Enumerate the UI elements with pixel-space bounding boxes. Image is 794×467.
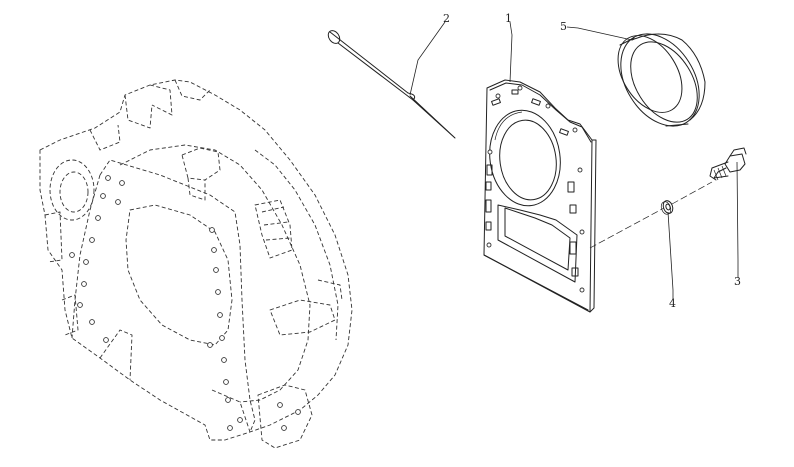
flywheel-housing-phantom [39,79,353,449]
callout-1: 1 [505,12,512,25]
housing-bolt-holes [69,175,301,431]
bolt [709,147,747,181]
callout-3: 3 [734,275,741,288]
sealant-tube [327,30,456,139]
gasket [483,79,597,313]
oil-seal [617,33,706,127]
washer [660,200,674,215]
assembly-axis-line [589,181,713,249]
callout-2: 2 [443,12,450,25]
callout-5: 5 [560,20,567,33]
leader-lines [409,21,739,300]
callout-4: 4 [669,297,676,310]
